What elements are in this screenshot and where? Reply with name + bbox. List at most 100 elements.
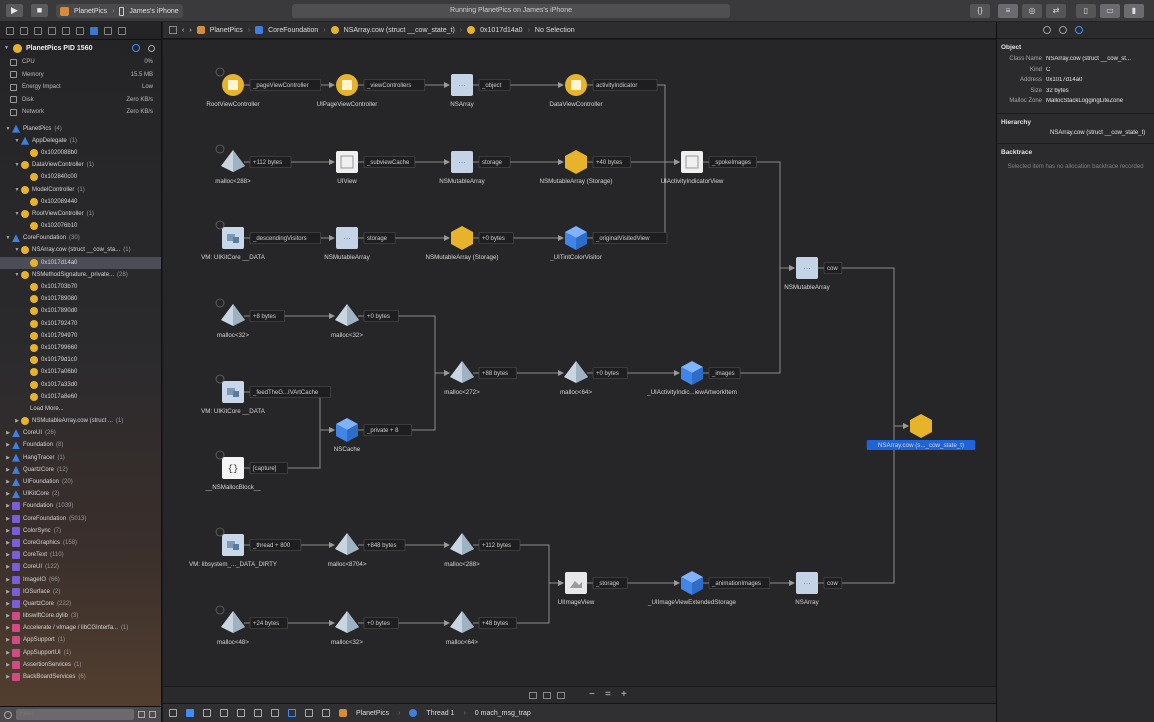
- process-header[interactable]: ▼ PlanetPics PID 1560: [0, 40, 161, 56]
- environment-overrides-icon[interactable]: [305, 709, 313, 717]
- memory-graph-icon[interactable]: [132, 44, 140, 52]
- tree-row[interactable]: ▶libswiftCore.dylib(3): [0, 610, 161, 622]
- tree-row[interactable]: ▶UIKitCore(2): [0, 488, 161, 500]
- graph-node-uaiv[interactable]: UIActivityIndicatorView: [661, 151, 724, 185]
- breakpoint-navigator-icon[interactable]: [104, 26, 112, 35]
- edge[interactable]: _viewControllers: [358, 79, 450, 91]
- memory-graph-debugger-icon[interactable]: [288, 709, 296, 717]
- standard-editor-button[interactable]: ≡: [998, 4, 1018, 18]
- tree-row[interactable]: ▶CoreUI(26): [0, 427, 161, 439]
- toggle-inspector-button[interactable]: ▮: [1124, 4, 1144, 18]
- tree-row[interactable]: ▶AppSupport(1): [0, 634, 161, 646]
- assistant-editor-button[interactable]: ◎: [1022, 4, 1042, 18]
- graph-node-tint[interactable]: _UITintColorVisitor: [549, 226, 602, 261]
- edge[interactable]: +40 bytes: [587, 156, 680, 168]
- tree-row[interactable]: 0x102089440: [0, 196, 161, 208]
- disclosure-triangle-icon[interactable]: ▼: [4, 45, 9, 51]
- zoom-in-icon[interactable]: +: [621, 689, 627, 700]
- graph-node-vm2[interactable]: VM: UIKitCore __DATA: [201, 374, 266, 415]
- tree-row[interactable]: ▼CoreFoundation(30): [0, 232, 161, 244]
- graph-node-nsma3[interactable]: ···NSMutableArray: [784, 257, 831, 291]
- tree-row[interactable]: ▶Foundation(8): [0, 439, 161, 451]
- disclosure-triangle-icon[interactable]: ▶: [6, 491, 10, 498]
- disclosure-triangle-icon[interactable]: ▼: [14, 162, 20, 169]
- file-inspector-icon[interactable]: [1043, 26, 1051, 34]
- edge[interactable]: _animationImages: [703, 577, 795, 589]
- tree-row[interactable]: ▶CoreGraphics(158): [0, 537, 161, 549]
- disclosure-triangle-icon[interactable]: ▶: [15, 418, 19, 425]
- tree-row[interactable]: ▼DataViewController(1): [0, 159, 161, 171]
- edge[interactable]: _spokeImages: [703, 156, 795, 271]
- memory-inspector-icon[interactable]: [1075, 26, 1083, 34]
- graph-node-m32a[interactable]: malloc<32>: [215, 298, 249, 339]
- disclosure-triangle-icon[interactable]: ▶: [6, 503, 10, 510]
- related-items-icon[interactable]: [169, 26, 177, 34]
- graph-node-nsmas1[interactable]: NSMutableArray (Storage): [540, 150, 613, 185]
- graph-node-nsma1[interactable]: ···NSMutableArray: [439, 151, 486, 185]
- layout-icon[interactable]: [529, 692, 537, 699]
- disclosure-triangle-icon[interactable]: ▶: [6, 637, 10, 644]
- tree-row[interactable]: 0x1017a33d0: [0, 378, 161, 390]
- edge[interactable]: cow: [818, 262, 909, 429]
- toggle-debug-area-button[interactable]: ▭: [1100, 4, 1120, 18]
- tree-row[interactable]: ▼AppDelegate(1): [0, 135, 161, 147]
- tree-row[interactable]: ▶QuartzCore(222): [0, 598, 161, 610]
- forward-arrow-icon[interactable]: ›: [189, 26, 192, 34]
- tree-row[interactable]: ▼NSMethodSignature._private...(28): [0, 269, 161, 281]
- graph-node-upvc[interactable]: UIPageViewController: [317, 74, 378, 108]
- disclosure-triangle-icon[interactable]: ▶: [6, 515, 10, 522]
- disclosure-triangle-icon[interactable]: ▶: [6, 625, 10, 632]
- tree-row[interactable]: ▶CoreFoundation(5013): [0, 513, 161, 525]
- tree-row[interactable]: ▶Accelerate / vImage / libCGInterfa...(1…: [0, 622, 161, 634]
- edge[interactable]: _private + 8: [358, 370, 450, 436]
- graph-node-nsmas2[interactable]: NSMutableArray (Storage): [426, 226, 499, 261]
- tree-row[interactable]: 0x101799660: [0, 342, 161, 354]
- edge[interactable]: _descendingVisitors: [244, 232, 335, 244]
- graph-node-m272[interactable]: malloc<272>: [444, 361, 480, 396]
- edge[interactable]: _originalVisitedView: [587, 159, 680, 244]
- breadcrumb-4[interactable]: No Selection: [534, 26, 575, 34]
- graph-node-m8704[interactable]: malloc<8704>: [328, 533, 367, 568]
- tree-row[interactable]: ▼ModelController(1): [0, 183, 161, 195]
- tree-row[interactable]: ▶HangTracer(1): [0, 452, 161, 464]
- graph-node-rvc[interactable]: RootViewController: [206, 67, 260, 108]
- disclosure-triangle-icon[interactable]: ▶: [6, 600, 10, 607]
- graph-node-m64a[interactable]: malloc<64>: [560, 361, 592, 396]
- edge[interactable]: _pageViewController: [244, 79, 335, 91]
- edge[interactable]: _storage: [587, 577, 680, 589]
- tree-row[interactable]: ▶UIFoundation(20): [0, 476, 161, 488]
- disclosure-triangle-icon[interactable]: ▶: [6, 430, 10, 437]
- breakpoints-toggle-icon[interactable]: [186, 709, 194, 717]
- show-only-content-icon[interactable]: [138, 711, 145, 718]
- graph-node-nsa2[interactable]: ···NSArray: [795, 572, 820, 606]
- disclosure-triangle-icon[interactable]: ▶: [6, 613, 10, 620]
- tree-row[interactable]: ▶IOSurface(2): [0, 586, 161, 598]
- zoom-out-icon[interactable]: −: [589, 689, 595, 700]
- debug-app-label[interactable]: PlanetPics: [356, 709, 390, 717]
- view-debugger-icon[interactable]: [271, 709, 279, 717]
- debug-navigator-icon[interactable]: [90, 26, 98, 35]
- edge[interactable]: _subviewCache: [358, 156, 450, 168]
- graph-node-m48[interactable]: malloc<48>: [215, 605, 249, 646]
- edge[interactable]: +8 bytes: [244, 310, 335, 322]
- graph-node-uiview[interactable]: UIView: [336, 151, 358, 185]
- disclosure-triangle-icon[interactable]: ▼: [14, 137, 20, 144]
- report-navigator-icon[interactable]: [118, 26, 126, 35]
- disclosure-triangle-icon[interactable]: ▶: [6, 442, 10, 449]
- graph-node-m32c[interactable]: malloc<32>: [331, 611, 363, 646]
- tree-row[interactable]: 0x1017a06b0: [0, 366, 161, 378]
- layout-alt-icon[interactable]: [543, 692, 551, 699]
- breadcrumb-2[interactable]: NSArray.cow (struct __cow_state_t): [343, 26, 455, 34]
- edge[interactable]: +24 bytes: [244, 617, 335, 629]
- disclosure-triangle-icon[interactable]: ▶: [6, 576, 10, 583]
- tree-row[interactable]: 0x101789080: [0, 293, 161, 305]
- graph-node-nsmb[interactable]: {}__NSMallocBlock__: [204, 450, 261, 491]
- tree-row[interactable]: Load More...: [0, 403, 161, 415]
- tree-row[interactable]: 0x101792470: [0, 318, 161, 330]
- graph-node-target[interactable]: NSArray.cow (s..._cow_state_t): [866, 414, 976, 450]
